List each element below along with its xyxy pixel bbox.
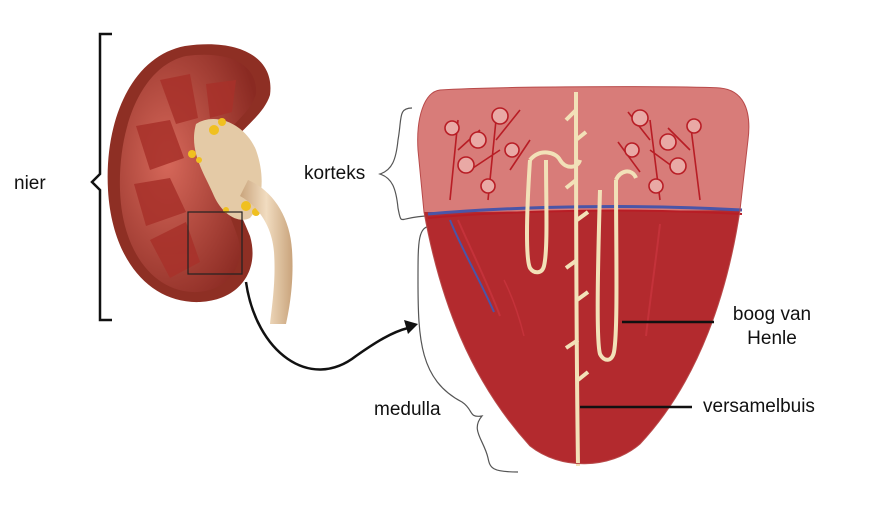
kidney-illustration: [107, 44, 293, 324]
glomeruli-left: [444, 107, 531, 201]
collecting-duct: [564, 91, 590, 467]
ureter: [240, 180, 293, 324]
label-korteks: korteks: [304, 163, 366, 184]
label-boog-van-henle-line1: boog van: [732, 304, 812, 325]
nier-bracket: [90, 32, 112, 322]
medulla-region: [424, 210, 740, 464]
zoom-box: [187, 211, 243, 275]
label-versamelbuis: versamelbuis: [703, 396, 815, 417]
zoom-arrow-head: [404, 320, 418, 334]
medulla-bracket: [417, 225, 519, 473]
label-boog-van-henle: boog van Henle: [722, 303, 822, 351]
zoom-arrow: [244, 281, 409, 371]
label-boog-van-henle-line2: Henle: [747, 328, 797, 349]
korteks-bracket: [378, 107, 431, 221]
label-medulla: medulla: [374, 399, 441, 420]
tissue-section: [417, 86, 750, 467]
label-nier: nier: [14, 173, 46, 194]
glomeruli-right: [617, 109, 702, 201]
